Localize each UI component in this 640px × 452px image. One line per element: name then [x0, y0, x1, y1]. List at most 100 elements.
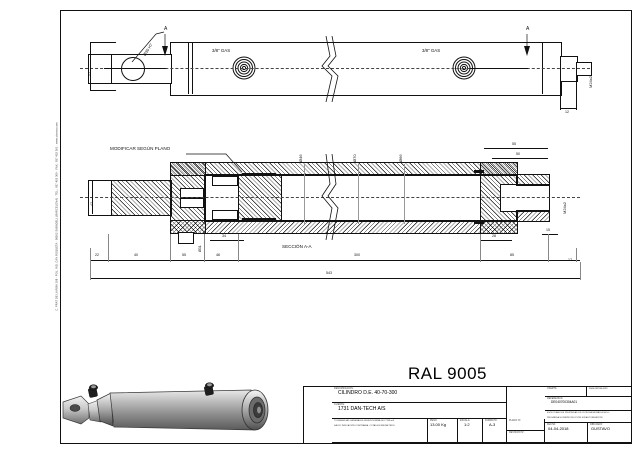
quote-cell: OFERTA:: [545, 387, 587, 397]
small-dim-34: 34: [222, 234, 226, 238]
dim-tick-0: [90, 248, 91, 262]
piston-groove-bottom: [212, 210, 238, 220]
top-elevation-view: 3/8" GAS 3/8" GAS Ø30 H7 A A 42 M24x2: [60, 10, 630, 130]
date-value: 04-04-2018: [548, 425, 569, 431]
margin-address-block: C. PRAT DE LA RIBA 108 · POL. IND. CAN R…: [28, 30, 59, 320]
section-aa-view: MODIFICAR SEGÚN PLANO SECCIÓN A-A Ø46 Ø7…: [60, 140, 630, 300]
revision-no-cell: REVISIÓN Nº:: [507, 431, 545, 443]
dia-ext-3: [404, 164, 405, 224]
rod-height-ext-bot: [90, 90, 116, 91]
cylinder-3d-render: [55, 378, 285, 440]
rear-dim-55-label: 55: [512, 142, 516, 146]
small-dim-d31: Ø31: [198, 245, 202, 252]
sheet-format-value: A-3: [489, 421, 496, 427]
client-label: CLIENTE:: [334, 403, 345, 406]
rear-seal-bottom: [474, 221, 484, 224]
tail-dim-label: 12: [565, 110, 569, 114]
date-cell: FECHA: 04-04-2018: [545, 423, 588, 443]
tail-dim-line: [560, 108, 576, 109]
dim-chain-46: 46: [216, 253, 220, 257]
rod-height-dim-line: [90, 42, 91, 90]
dim-tick-4: [238, 234, 239, 262]
modify-note-label: MODIFICAR SEGÚN PLANO: [110, 146, 171, 151]
dia-ext-1: [304, 164, 305, 224]
break-line-top: [318, 35, 340, 103]
drawn-by-value: GUSTAVO: [591, 425, 610, 431]
client-value: 1731 DAN-TECH A/S: [338, 405, 386, 412]
rear-tail-outline: [576, 62, 592, 76]
dia-label-3: Ø66: [398, 154, 403, 162]
rear-thread-label-top: M24x2: [588, 75, 593, 88]
rear-dim-55-line: [484, 148, 548, 149]
section-arrow-label-left: A: [164, 26, 168, 32]
web-cell: www.cicrosa.com: [587, 387, 631, 397]
overall-length-label: 543: [326, 271, 332, 275]
rear-thread-section-label: M24x2: [562, 201, 567, 214]
weight-label: PESO:: [430, 419, 438, 422]
small-dim-15-line: [542, 234, 558, 235]
rod-height-dim-label: 42: [88, 72, 92, 76]
approval-note-1: ESTE PLANO ES PROPIEDAD DE CICROSA HIDRÁ…: [547, 412, 611, 414]
rod-section-hatch: [108, 180, 172, 216]
rod-eye-leader: [130, 30, 166, 64]
color-spec-label: RAL 9005: [408, 364, 487, 383]
weight-value: 13.00 Kg: [430, 421, 447, 427]
piston-seal-top: [242, 173, 276, 176]
rear-boss-section-b: [516, 210, 550, 222]
port-left-label: 3/8" GAS: [212, 48, 231, 53]
dim-tick-5: [480, 234, 481, 262]
tolerance-note-2: SALVO INDICACIÓN CONTRARIA. COTAS EN MIL…: [334, 424, 396, 427]
rear-seal-top: [474, 170, 484, 173]
section-arrow-left-icon: [161, 34, 169, 60]
rear-thread-bore: [500, 184, 550, 212]
drawn-by-label: DIBUJADO:: [590, 423, 603, 426]
denomination-label: DENOMINACIÓN:: [334, 387, 354, 390]
scale-label: ESCALA:: [460, 419, 471, 422]
section-line-left: [104, 68, 166, 69]
quote-label: OFERTA:: [547, 387, 558, 390]
weight-cell: PESO: 13.00 Kg: [428, 419, 458, 443]
small-dim-15: 15: [546, 228, 550, 232]
dim-tick-7: [576, 248, 577, 262]
drawn-by-cell: DIBUJADO: GUSTAVO: [588, 423, 631, 443]
approval-note-2: PROHIBIDA SU REPRODUCCIÓN SIN AUTORIZACI…: [547, 416, 603, 419]
tail-dim-ext-1: [560, 80, 561, 110]
dim-tick-3: [204, 234, 205, 262]
piston-seal-bottom: [242, 218, 276, 221]
rod-eye-bore: [121, 57, 145, 81]
denomination-value: CILINDRO D.E. 40-70-300: [338, 389, 398, 396]
small-dim-34-line: [210, 240, 244, 241]
reference-cell: REFERENCIA: DE040700304A01: [545, 397, 631, 411]
overall-tick-right: [580, 262, 581, 280]
title-block: DENOMINACIÓN: CILINDRO D.E. 40-70-300 CL…: [303, 386, 632, 444]
section-arrow-label-right: A: [526, 26, 530, 32]
dia-ext-2: [358, 164, 359, 224]
rod-eye-outline: [88, 54, 112, 84]
sheet-format-cell: FORMATO: A-3: [483, 419, 507, 443]
rear-dim-50-label: 50: [516, 152, 520, 156]
section-line-right: [470, 68, 528, 69]
overall-dim-line: [90, 278, 580, 279]
denomination-cell: DENOMINACIÓN: CILINDRO D.E. 40-70-300: [332, 387, 507, 403]
barrel-wall-bottom: [170, 220, 518, 234]
dia-label-2: Ø70: [352, 154, 357, 162]
top-view-centerline: [80, 68, 590, 69]
dim-tick-1: [108, 234, 109, 262]
dim-chain-40: 40: [134, 253, 138, 257]
web-value: www.cicrosa.com: [589, 387, 608, 390]
dim-chain-300: 300: [354, 253, 360, 257]
dim-chain-55: 55: [182, 253, 186, 257]
section-arrow-right-icon: [523, 34, 531, 60]
overall-tick-left: [90, 262, 91, 280]
small-dim-28: 28: [492, 234, 496, 238]
plane-no-cell: PLANO Nº:: [507, 419, 545, 431]
scale-cell: ESCALA: 1:2: [458, 419, 483, 443]
bleed-port-boss: [178, 232, 194, 244]
break-line-section: [318, 153, 340, 241]
margin-address-text: C. PRAT DE LA RIBA 108 · POL. IND. CAN R…: [55, 122, 59, 311]
section-label: SECCIÓN A-A: [282, 244, 312, 249]
port-right-label: 3/8" GAS: [422, 48, 441, 53]
sheet-format-label: FORMATO:: [485, 419, 498, 422]
tolerance-note-1: TOLERANCIAS GENERALES SEGÚN NORMA ISO 27…: [334, 420, 395, 422]
